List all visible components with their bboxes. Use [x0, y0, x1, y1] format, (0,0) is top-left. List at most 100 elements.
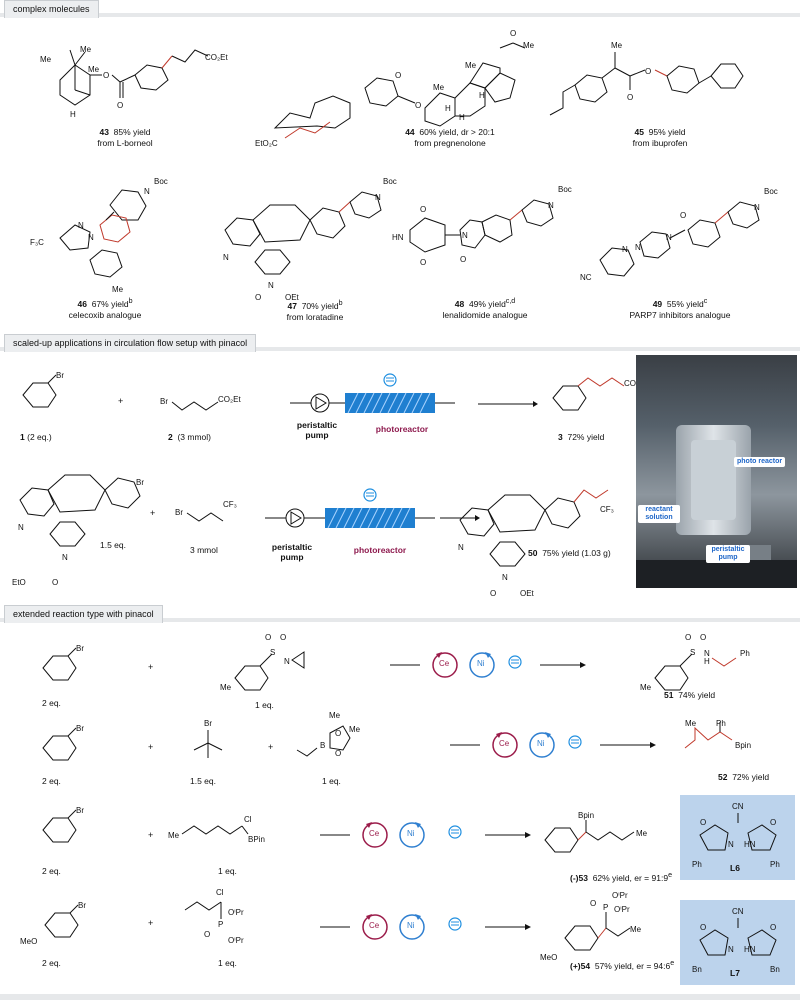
plus-sign: + [148, 830, 154, 840]
svg-text:Me: Me [80, 45, 92, 54]
light-bulb-icon [508, 655, 522, 669]
svg-text:Br: Br [76, 724, 84, 733]
svg-text:Me: Me [433, 83, 445, 92]
svg-text:N: N [728, 945, 734, 954]
plus-sign: + [148, 662, 154, 672]
section-divider [0, 618, 800, 622]
svg-text:CO₂Et: CO₂Et [205, 53, 228, 62]
catalyst-group: Ce Ni [450, 730, 670, 760]
flow-setup-photo: photo reactor reactant solution peristal… [636, 355, 797, 588]
trifluorobutyl-bromide: Br CF₃ [175, 500, 237, 522]
alkyl-bromide-2: Br CO₂Et [160, 395, 241, 411]
svg-text:HN: HN [744, 840, 756, 849]
svg-text:N: N [62, 553, 68, 562]
svg-text:N: N [144, 187, 150, 196]
svg-text:N: N [548, 201, 554, 210]
svg-text:Boc: Boc [154, 177, 168, 186]
reagent-amount: 1.5 eq. [100, 540, 126, 550]
svg-text:O: O [103, 71, 109, 80]
svg-text:Cl: Cl [216, 888, 224, 897]
svg-text:H: H [459, 113, 465, 122]
methoxy-aryl-bromide: Br MeO [20, 901, 86, 946]
svg-text:N: N [666, 233, 672, 242]
svg-text:Ph: Ph [716, 719, 726, 728]
svg-text:N: N [462, 231, 468, 240]
equiv-label: 2 eq. [42, 866, 61, 876]
svg-text:O: O [685, 633, 691, 642]
section-title-complex: complex molecules [4, 0, 99, 18]
section-divider [0, 347, 800, 351]
catalyst-group: Ce Ni [320, 912, 540, 942]
svg-text:OⁱPr: OⁱPr [228, 936, 244, 945]
catalyst-group: Ce Ni [320, 820, 540, 850]
light-bulb-icon [383, 373, 397, 387]
svg-text:H: H [70, 110, 76, 119]
svg-text:O: O [770, 923, 776, 932]
svg-text:O: O [490, 589, 496, 598]
svg-text:Br: Br [76, 644, 84, 653]
svg-text:O: O [335, 729, 341, 738]
arrow-icon [440, 515, 480, 521]
svg-text:OEt: OEt [285, 293, 300, 302]
ligand-label-L7: L7 [730, 968, 740, 978]
svg-text:Br: Br [78, 901, 86, 910]
reagent-2-label: 2 (3 mmol) [168, 432, 211, 442]
equiv-label: 2 eq. [42, 958, 61, 968]
alpha-chloro-bpin: Me Cl BPin [168, 815, 265, 844]
product-52-label: 52 72% yield [718, 772, 770, 782]
svg-text:O: O [420, 205, 426, 214]
svg-text:OⁱPr: OⁱPr [228, 908, 244, 917]
svg-text:N: N [704, 649, 710, 658]
svg-text:B: B [320, 741, 325, 750]
equiv-label: 1 eq. [218, 866, 237, 876]
cerium-label: Ce [499, 739, 510, 748]
svg-text:Br: Br [56, 371, 64, 380]
svg-text:N: N [18, 523, 24, 532]
product-50-label: 50 75% yield (1.03 g) [528, 548, 611, 558]
cerium-label: Ce [369, 829, 380, 838]
svg-text:EtO₂C: EtO₂C [255, 139, 278, 148]
svg-text:Ph: Ph [692, 860, 702, 869]
svg-text:Bn: Bn [770, 965, 780, 974]
svg-text:Br: Br [136, 478, 144, 487]
svg-text:Boc: Boc [383, 177, 397, 186]
svg-text:CO₂Et: CO₂Et [624, 379, 647, 388]
svg-text:Ph: Ph [740, 649, 750, 658]
molecule-45: Me O O [549, 41, 744, 116]
svg-text:Boc: Boc [764, 187, 778, 196]
photo-label-reactant: reactant solution [638, 505, 680, 523]
photoreactor-coil [345, 392, 435, 414]
plus-sign: + [268, 742, 274, 752]
svg-text:H: H [704, 657, 710, 666]
section-divider [0, 13, 800, 17]
svg-text:N: N [375, 193, 381, 202]
svg-text:N: N [88, 233, 94, 242]
aryl-bromide: Br [42, 644, 84, 681]
svg-text:N: N [458, 543, 464, 552]
svg-text:H: H [445, 104, 451, 113]
svg-text:Boc: Boc [558, 185, 572, 194]
reagent-amount: 3 mmol [190, 545, 218, 555]
svg-text:O: O [204, 930, 210, 939]
cerium-label: Ce [439, 659, 450, 668]
svg-text:Me: Me [636, 829, 648, 838]
product-51-label: 51 74% yield [664, 690, 716, 700]
svg-text:O: O [700, 633, 706, 642]
nickel-label: Ni [407, 829, 415, 838]
product-53: Bpin Me [544, 811, 648, 853]
equiv-label: 1 eq. [255, 700, 274, 710]
svg-text:Me: Me [112, 285, 124, 294]
flow-apparatus-2 [265, 488, 435, 529]
svg-text:Me: Me [40, 55, 52, 64]
